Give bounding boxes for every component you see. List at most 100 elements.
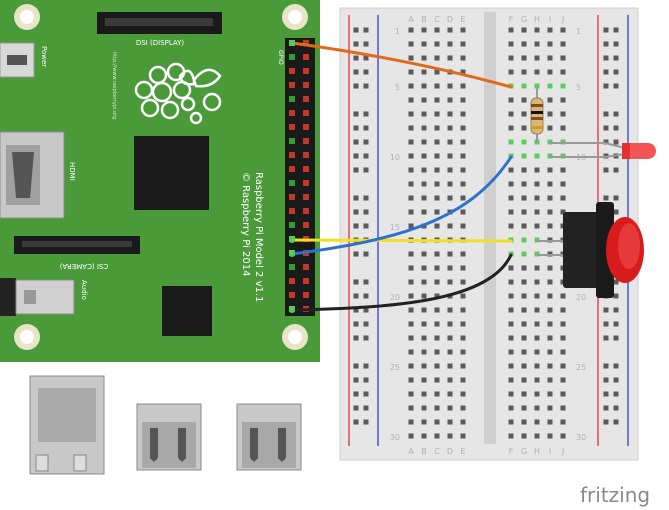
rail-hole bbox=[363, 307, 369, 313]
model-label: Raspberry Pi Model 2 v1.1 bbox=[253, 172, 264, 302]
breadboard-hole bbox=[460, 83, 466, 89]
gpio-pin bbox=[289, 96, 295, 102]
breadboard-hole bbox=[547, 41, 553, 47]
breadboard-hole bbox=[421, 83, 427, 89]
breadboard-hole bbox=[421, 153, 427, 159]
breadboard-hole bbox=[508, 391, 514, 397]
row-number: 20 bbox=[390, 293, 400, 302]
gpio-pin bbox=[289, 166, 295, 172]
gpio-pin bbox=[289, 68, 295, 74]
breadboard-hole bbox=[534, 363, 540, 369]
rail-hole bbox=[603, 419, 609, 425]
breadboard-hole bbox=[421, 41, 427, 47]
rail-hole bbox=[353, 405, 359, 411]
soc-chip bbox=[134, 136, 209, 210]
breadboard-hole bbox=[560, 377, 566, 383]
breadboard-hole bbox=[421, 97, 427, 103]
breadboard-hole bbox=[547, 97, 553, 103]
breadboard-hole bbox=[521, 209, 527, 215]
rail-hole bbox=[353, 307, 359, 313]
breadboard-hole bbox=[521, 349, 527, 355]
dsi-connector: DSI (DISPLAY) bbox=[97, 12, 222, 47]
rail-hole bbox=[353, 55, 359, 61]
breadboard-hole bbox=[447, 181, 453, 187]
breadboard-hole bbox=[421, 321, 427, 327]
breadboard-hole bbox=[434, 391, 440, 397]
resistor-band bbox=[531, 126, 543, 129]
wire-endpoints bbox=[289, 40, 295, 313]
breadboard-hole bbox=[434, 139, 440, 145]
breadboard-hole bbox=[408, 335, 414, 341]
breadboard-hole bbox=[460, 335, 466, 341]
breadboard-hole bbox=[547, 125, 553, 131]
breadboard-hole bbox=[460, 391, 466, 397]
audio-plug bbox=[0, 278, 16, 316]
breadboard-hole bbox=[460, 167, 466, 173]
breadboard-hole bbox=[534, 293, 540, 299]
breadboard-hole bbox=[521, 125, 527, 131]
usb2-slot bbox=[278, 428, 286, 462]
breadboard-hole bbox=[447, 195, 453, 201]
gpio-pin bbox=[303, 40, 309, 46]
rail-hole bbox=[613, 195, 619, 201]
rail-hole bbox=[363, 321, 369, 327]
breadboard-hole bbox=[521, 237, 527, 243]
breadboard-hole bbox=[547, 363, 553, 369]
mounting-holes bbox=[14, 4, 308, 350]
breadboard-hole bbox=[408, 377, 414, 383]
ethernet-led bbox=[73, 454, 87, 472]
logo-leaf-right bbox=[192, 68, 222, 88]
breadboard-hole bbox=[560, 293, 566, 299]
gpio-pin bbox=[303, 138, 309, 144]
breadboard-hole bbox=[534, 349, 540, 355]
rail-hole bbox=[613, 391, 619, 397]
breadboard-hole bbox=[447, 307, 453, 313]
breadboard-hole bbox=[521, 55, 527, 61]
rail-hole bbox=[603, 55, 609, 61]
breadboard-hole bbox=[560, 363, 566, 369]
rail-hole bbox=[353, 251, 359, 257]
column-letters-bottom: A B C D E F G H I J bbox=[408, 447, 564, 456]
breadboard-hole bbox=[521, 335, 527, 341]
rail-hole bbox=[603, 321, 609, 327]
rail-hole bbox=[353, 209, 359, 215]
lan-chip bbox=[162, 286, 212, 336]
breadboard-hole bbox=[447, 391, 453, 397]
breadboard-hole bbox=[521, 181, 527, 187]
row-number: 30 bbox=[576, 433, 586, 442]
breadboard-hole bbox=[508, 433, 514, 439]
breadboard-hole bbox=[408, 349, 414, 355]
breadboard-hole bbox=[460, 377, 466, 383]
csi-connector: CSI (CAMERA) bbox=[14, 236, 140, 270]
breadboard-hole bbox=[460, 321, 466, 327]
breadboard-hole bbox=[534, 195, 540, 201]
rail-hole bbox=[613, 125, 619, 131]
gpio-pin bbox=[303, 68, 309, 74]
gpio-pin bbox=[289, 208, 295, 214]
power-port bbox=[0, 42, 35, 78]
breadboard-hole bbox=[547, 195, 553, 201]
breadboard-hole bbox=[447, 27, 453, 33]
rail-hole bbox=[353, 27, 359, 33]
breadboard-hole bbox=[534, 433, 540, 439]
breadboard-hole bbox=[534, 223, 540, 229]
breadboard-hole bbox=[534, 391, 540, 397]
breadboard-hole bbox=[434, 167, 440, 173]
breadboard-hole bbox=[560, 83, 566, 89]
breadboard-hole bbox=[508, 293, 514, 299]
rail-hole bbox=[363, 223, 369, 229]
breadboard-hole bbox=[408, 195, 414, 201]
gpio-pin bbox=[303, 110, 309, 116]
breadboard-hole bbox=[421, 391, 427, 397]
breadboard-hole bbox=[560, 41, 566, 47]
breadboard-hole bbox=[434, 279, 440, 285]
breadboard-hole bbox=[508, 181, 514, 187]
rail-hole bbox=[603, 83, 609, 89]
rail-hole bbox=[363, 83, 369, 89]
breadboard-hole bbox=[434, 125, 440, 131]
breadboard-hole bbox=[521, 153, 527, 159]
breadboard-hole bbox=[534, 181, 540, 187]
col-letter: G bbox=[521, 447, 527, 456]
rail-hole bbox=[353, 125, 359, 131]
rail-hole bbox=[603, 111, 609, 117]
